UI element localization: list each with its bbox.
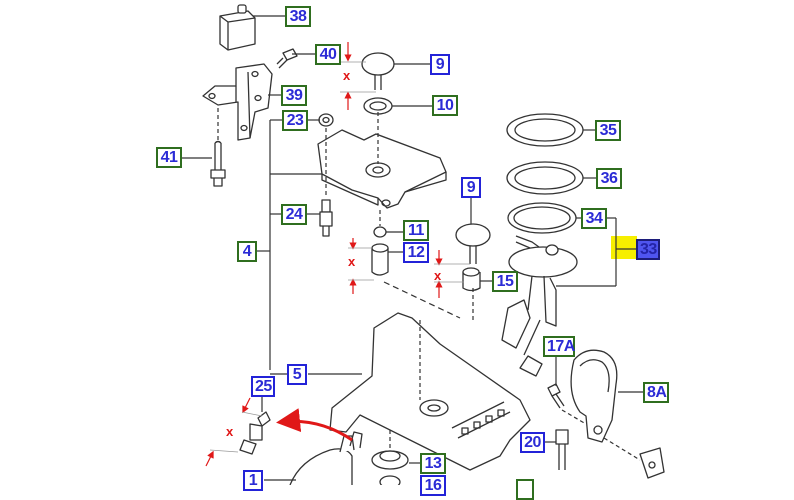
dimension-x-label: x [434, 268, 442, 283]
callout-partial[interactable] [516, 479, 534, 500]
dimension-x-label: x [226, 424, 234, 439]
bolt-40 [276, 48, 298, 69]
grommet-13 [371, 450, 409, 470]
screw-17A [547, 383, 565, 409]
bolt-20 [555, 429, 569, 470]
callout-13[interactable]: 13 [420, 453, 446, 474]
nut-23 [318, 113, 334, 127]
callout-9-mid[interactable]: 9 [461, 177, 481, 198]
cap-top [361, 52, 395, 90]
dimension-extension-lines [209, 61, 470, 453]
callout-10[interactable]: 10 [432, 95, 458, 116]
callout-35[interactable]: 35 [595, 120, 621, 141]
grommet-10 [363, 97, 393, 115]
callout-24[interactable]: 24 [281, 204, 307, 225]
spacer-12 [371, 243, 389, 276]
callout-34[interactable]: 34 [581, 208, 607, 229]
callout-41[interactable]: 41 [156, 147, 182, 168]
strap-8A [570, 349, 665, 479]
callout-20[interactable]: 20 [520, 432, 545, 453]
sensor-24 [319, 199, 333, 237]
callout-36[interactable]: 36 [596, 168, 622, 189]
lock-ring-35 [506, 113, 584, 147]
grommet-15 [462, 267, 481, 292]
carrier-5 [329, 312, 531, 471]
callout-40[interactable]: 40 [315, 44, 341, 65]
callout-25[interactable]: 25 [251, 376, 275, 397]
callout-9-top[interactable]: 9 [430, 54, 450, 75]
fuel-pump-sender [501, 235, 578, 377]
diagram-artwork: x x x x [180, 4, 665, 485]
callout-23[interactable]: 23 [282, 110, 308, 131]
clip-11 [373, 226, 387, 238]
cap-mid [455, 223, 491, 264]
lock-ring-36 [506, 161, 584, 195]
callout-8A[interactable]: 8A [643, 382, 669, 403]
callout-4[interactable]: 4 [237, 241, 257, 262]
callout-39[interactable]: 39 [281, 85, 307, 106]
callout-33-selected[interactable]: 33 [636, 239, 660, 260]
relay-part [219, 4, 256, 51]
dimension-markers [205, 42, 443, 467]
seal-34 [507, 202, 577, 234]
sensor-25 [239, 411, 271, 455]
callout-5[interactable]: 5 [287, 364, 307, 385]
callout-16[interactable]: 16 [420, 475, 446, 496]
dimension-x-label: x [343, 68, 351, 83]
leader-lines [180, 15, 644, 481]
bracket-part [202, 63, 273, 141]
callout-1[interactable]: 1 [243, 470, 263, 491]
callout-17A[interactable]: 17A [543, 336, 575, 357]
callout-15[interactable]: 15 [492, 271, 518, 292]
part-16 [379, 475, 401, 485]
callout-11[interactable]: 11 [403, 220, 429, 241]
mounting-plate [317, 129, 447, 209]
dimension-x-label: x [348, 254, 356, 269]
callout-12[interactable]: 12 [403, 242, 429, 263]
pin-41 [210, 140, 226, 187]
parts-diagram: x x x x 38 40 9 39 10 23 35 41 36 9 24 3… [156, 4, 669, 500]
selection-highlight [611, 236, 637, 259]
callout-38[interactable]: 38 [285, 6, 311, 27]
